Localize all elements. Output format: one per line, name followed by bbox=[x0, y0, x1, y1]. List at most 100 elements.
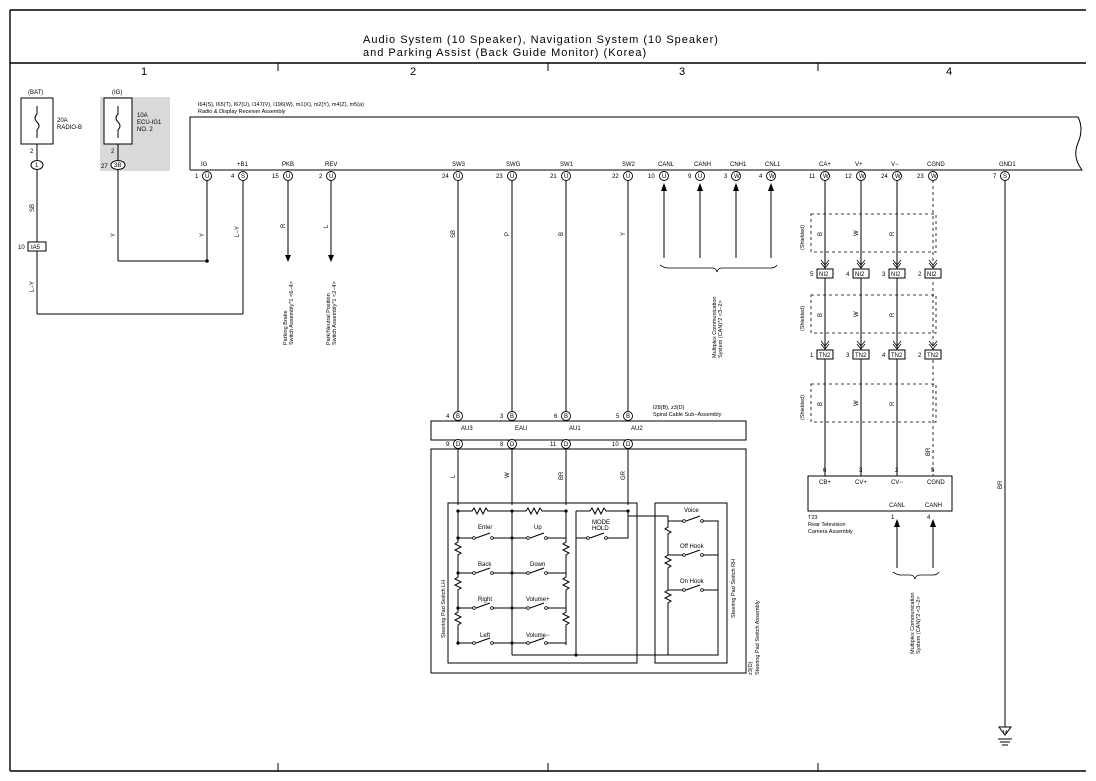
wire-br-cgnd: BR bbox=[926, 447, 932, 456]
ground-label: I4 bbox=[1003, 730, 1008, 736]
pin-number: 7 bbox=[993, 174, 997, 180]
wire-b-2: B bbox=[818, 313, 824, 317]
diagram-title-line2: and Parking Assist (Back Guide Monitor) … bbox=[363, 47, 647, 59]
camera-pin-number: 3 bbox=[859, 468, 863, 474]
btn-hold: HOLD bbox=[592, 526, 609, 532]
wire-r-3: R bbox=[890, 401, 896, 406]
fuse-ig-pin-left: 27 bbox=[101, 164, 108, 170]
pin-number: 1 bbox=[195, 174, 199, 180]
pin-number: 4 bbox=[759, 174, 763, 180]
page-frame bbox=[9, 9, 1086, 772]
wire-color-sb2: SB bbox=[451, 230, 457, 238]
pin-connector-letter: W bbox=[895, 174, 901, 180]
park-neutral-line2: Switch Assembly*1 <2−4> bbox=[332, 281, 338, 345]
spiral-line-label: AU3 bbox=[461, 426, 473, 432]
pin-number: 11 bbox=[550, 442, 557, 448]
pin-connector-letter: U bbox=[662, 174, 666, 180]
wire-r-1: R bbox=[890, 231, 896, 236]
steering-pad-switch-assembly: L W BR GR Steering Pad Switch LH Steerin… bbox=[430, 448, 761, 675]
pin-connector-letter: W bbox=[769, 174, 775, 180]
steering-rh-label: Steering Pad Switch RH bbox=[731, 559, 737, 618]
wire-color-ly-left: L−Y bbox=[30, 281, 36, 292]
camera-pin-number: 5 bbox=[931, 468, 935, 474]
wire-color-sb: SB bbox=[30, 204, 36, 212]
fuse-ig-pin: 2 bbox=[111, 149, 115, 155]
can-wires-receiver: Multiplex Communication System (CAN)*2 <… bbox=[659, 183, 778, 358]
connector-pin: 4 bbox=[882, 353, 886, 359]
steering-lh-label: Steering Pad Switch LH bbox=[441, 580, 447, 638]
mpx2-line1: Multiplex Communication bbox=[910, 593, 916, 654]
btn-enter: Enter bbox=[478, 525, 492, 531]
spiral-line-label: AU1 bbox=[569, 426, 581, 432]
pin-number: 23 bbox=[496, 174, 503, 180]
column-1: 1 bbox=[141, 66, 147, 78]
pin-number: 9 bbox=[688, 174, 692, 180]
fuse-bat-tag: (BAT) bbox=[28, 90, 43, 96]
wire-color-b: B bbox=[559, 232, 565, 236]
steering-assy-label: Steering Pad Switch Assembly bbox=[755, 600, 761, 675]
fuse-icon bbox=[34, 106, 40, 138]
pin-number: 23 bbox=[917, 174, 924, 180]
camera-pin-number: 2 bbox=[895, 468, 899, 474]
pin-connector-letter: D bbox=[564, 442, 569, 448]
pin-connector-letter: B bbox=[456, 414, 460, 420]
pin-number: 22 bbox=[612, 174, 619, 180]
wire-color-y-left: Y bbox=[111, 233, 117, 237]
pin-connector-letter: U bbox=[205, 174, 209, 180]
pin-connector-letter: S bbox=[1003, 174, 1007, 180]
connector-label: TN2 bbox=[855, 353, 867, 359]
pin-connector-letter: D bbox=[510, 442, 515, 448]
pin-number: 4 bbox=[231, 174, 235, 180]
wire-color-l-sp: L bbox=[451, 474, 457, 478]
btn-on-hook: On Hook bbox=[680, 579, 705, 585]
wire-r-2: R bbox=[890, 312, 896, 317]
btn-right: Right bbox=[478, 597, 492, 603]
receiver-pin-name: SW3 bbox=[452, 162, 466, 168]
camera-can-name: CANH bbox=[925, 503, 942, 509]
pin-connector-letter: U bbox=[564, 174, 568, 180]
connector-pin: 5 bbox=[810, 272, 814, 278]
receiver-pin-name: IG bbox=[201, 162, 208, 168]
wire-b-3: B bbox=[818, 402, 824, 406]
pin-number: 24 bbox=[442, 174, 449, 180]
spiral-line-label: EAU bbox=[515, 426, 527, 432]
receiver-pin-name: V+ bbox=[855, 162, 863, 168]
connector-pin: 2 bbox=[918, 272, 922, 278]
receiver-pin-name: SWG bbox=[506, 162, 521, 168]
receiver-pin-name: V− bbox=[891, 162, 899, 168]
pin-number: 4 bbox=[446, 414, 450, 420]
connector-label: NI2 bbox=[819, 272, 829, 278]
diagram-title-line1: Audio System (10 Speaker), Navigation Sy… bbox=[363, 34, 719, 46]
park-neutral-line1: Park/Neutral Position bbox=[326, 293, 332, 345]
connector-pin: 4 bbox=[846, 272, 850, 278]
pin-connector-letter: W bbox=[734, 174, 740, 180]
receiver-pin-name: CNH1 bbox=[730, 162, 747, 168]
wire-w-2: W bbox=[854, 311, 860, 317]
fuse-ig-name2: NO. 2 bbox=[137, 127, 153, 133]
pin-connector-letter: D bbox=[626, 442, 631, 448]
pin-number: 3 bbox=[500, 414, 504, 420]
camera-pin-name: CV− bbox=[891, 480, 903, 486]
spiral-line-label: AU2 bbox=[631, 426, 643, 432]
receiver-pin-name: CGND bbox=[927, 162, 945, 168]
connector-label: NI2 bbox=[891, 272, 901, 278]
pin-number: 8 bbox=[500, 442, 504, 448]
wire-color-r: R bbox=[281, 223, 287, 228]
pin-connector-letter: U bbox=[626, 174, 630, 180]
pkb-rev-wires: R L Parking Brake Switch Assembly*1 <6−4… bbox=[281, 180, 338, 345]
shielded-1: (Shielded) bbox=[800, 225, 806, 250]
fuse-bat-conn: 1 bbox=[35, 163, 39, 169]
btn-off-hook: Off Hook bbox=[680, 544, 705, 550]
connector-label: NI2 bbox=[855, 272, 865, 278]
mpx1-line2: System (CAN)*2 <3−2> bbox=[718, 300, 724, 358]
pin-connector-letter: U bbox=[329, 174, 333, 180]
column-3: 3 bbox=[679, 66, 685, 78]
pin-connector-letter: U bbox=[510, 174, 514, 180]
pin-connector-letter: S bbox=[241, 174, 245, 180]
spiral-refs: I28(B), z3(D) bbox=[653, 405, 685, 411]
fuse-ig-name1: ECU-IG1 bbox=[137, 120, 162, 126]
pin-number: 12 bbox=[845, 174, 852, 180]
pin-connector-letter: B bbox=[510, 414, 514, 420]
